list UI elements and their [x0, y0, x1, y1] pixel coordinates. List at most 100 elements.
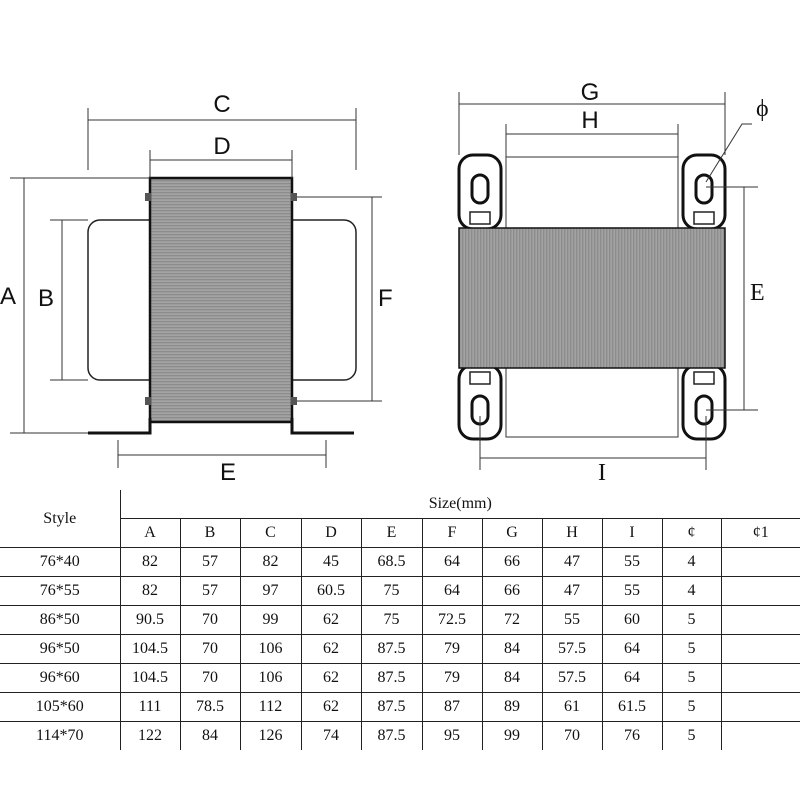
style-cell: 96*60 — [0, 663, 121, 693]
bolt-icon — [291, 193, 297, 201]
table-cell: 47 — [541, 547, 603, 577]
column-header: H — [541, 518, 603, 548]
bolt-icon — [145, 397, 151, 405]
table-cell — [720, 605, 800, 635]
table-cell: 99 — [239, 605, 302, 635]
table-cell: 68.5 — [360, 547, 423, 577]
table-cell: 4 — [661, 576, 722, 606]
table-cell: 112 — [239, 692, 302, 722]
clamp-tab — [693, 371, 715, 385]
style-column-header: Style — [0, 490, 121, 548]
table-cell: 64 — [421, 576, 483, 606]
dim-label-i: I — [598, 460, 606, 486]
table-cell: 75 — [360, 576, 423, 606]
dim-label-e-front: E — [750, 280, 765, 306]
dim-label-h: H — [581, 107, 598, 134]
table-cell — [720, 663, 800, 693]
column-header: ¢1 — [720, 518, 800, 548]
dim-label-d: D — [213, 133, 230, 160]
table-cell: 57 — [179, 547, 241, 577]
table-cell: 87.5 — [360, 721, 423, 750]
bolt-icon — [145, 193, 151, 201]
table-cell: 106 — [239, 663, 302, 693]
column-header: B — [179, 518, 241, 548]
table-cell: 87.5 — [360, 663, 423, 693]
table-cell: 72 — [481, 605, 543, 635]
table-cell: 74 — [300, 721, 362, 750]
table-cell — [720, 634, 800, 664]
column-header: C — [239, 518, 302, 548]
table-cell: 61.5 — [601, 692, 663, 722]
table-cell: 55 — [601, 547, 663, 577]
column-header: A — [119, 518, 181, 548]
table-cell: 62 — [300, 605, 362, 635]
table-cell: 122 — [119, 721, 181, 750]
clamp-tab — [469, 371, 491, 385]
table-cell: 61 — [541, 692, 603, 722]
table-header-row: Style Size(mm) — [0, 490, 800, 548]
table-cell: 5 — [661, 634, 722, 664]
table-cell: 66 — [481, 547, 543, 577]
table-cell: 106 — [239, 634, 302, 664]
table-cell: 5 — [661, 605, 722, 635]
table-cell: 82 — [239, 547, 302, 577]
style-cell: 114*70 — [0, 721, 121, 750]
table-cell: 97 — [239, 576, 302, 606]
table-cell: 79 — [421, 663, 483, 693]
right-mounting-foot — [290, 418, 354, 435]
dim-label-f: F — [378, 285, 393, 312]
table-cell: 66 — [481, 576, 543, 606]
table-cell: 47 — [541, 576, 603, 606]
left-mounting-foot — [88, 418, 152, 435]
table-cell: 87.5 — [360, 692, 423, 722]
table-cell: 70 — [179, 663, 241, 693]
column-header: F — [421, 518, 483, 548]
style-cell: 76*55 — [0, 576, 121, 606]
column-header: E — [360, 518, 423, 548]
column-header: ¢ — [661, 518, 722, 548]
mounting-hole-icon — [694, 173, 714, 205]
bolt-icon — [291, 397, 297, 405]
dim-label-g: G — [581, 79, 600, 106]
transformer-dimension-drawing: C D A B F E — [0, 79, 769, 486]
column-header: I — [601, 518, 663, 548]
table-cell: 55 — [601, 576, 663, 606]
column-header: D — [300, 518, 362, 548]
table-cell: 70 — [541, 721, 603, 750]
clamp-tab — [469, 211, 491, 225]
table-cell: 62 — [300, 663, 362, 693]
table-cell: 78.5 — [179, 692, 241, 722]
table-cell: 84 — [481, 634, 543, 664]
table-cell: 45 — [300, 547, 362, 577]
table-cell: 76 — [601, 721, 663, 750]
column-header: G — [481, 518, 543, 548]
table-cell: 62 — [300, 692, 362, 722]
table-cell: 84 — [179, 721, 241, 750]
table-cell: 5 — [661, 692, 722, 722]
table-cell: 57.5 — [541, 663, 603, 693]
dim-label-c: C — [213, 91, 230, 118]
table-cell: 64 — [601, 663, 663, 693]
table-cell: 57.5 — [541, 634, 603, 664]
table-cell: 111 — [119, 692, 181, 722]
side-view: C D A B F E — [0, 91, 393, 486]
table-cell: 79 — [421, 634, 483, 664]
table-cell: 82 — [119, 547, 181, 577]
table-cell: 95 — [421, 721, 483, 750]
table-cell: 5 — [661, 721, 722, 750]
laminated-core — [148, 176, 294, 424]
table-cell: 99 — [481, 721, 543, 750]
table-cell: 55 — [541, 605, 603, 635]
dim-label-phi: ϕ — [756, 96, 769, 122]
style-cell: 76*40 — [0, 547, 121, 577]
table-cell: 72.5 — [421, 605, 483, 635]
style-cell: 105*60 — [0, 692, 121, 722]
mounting-hole-icon — [470, 173, 490, 205]
